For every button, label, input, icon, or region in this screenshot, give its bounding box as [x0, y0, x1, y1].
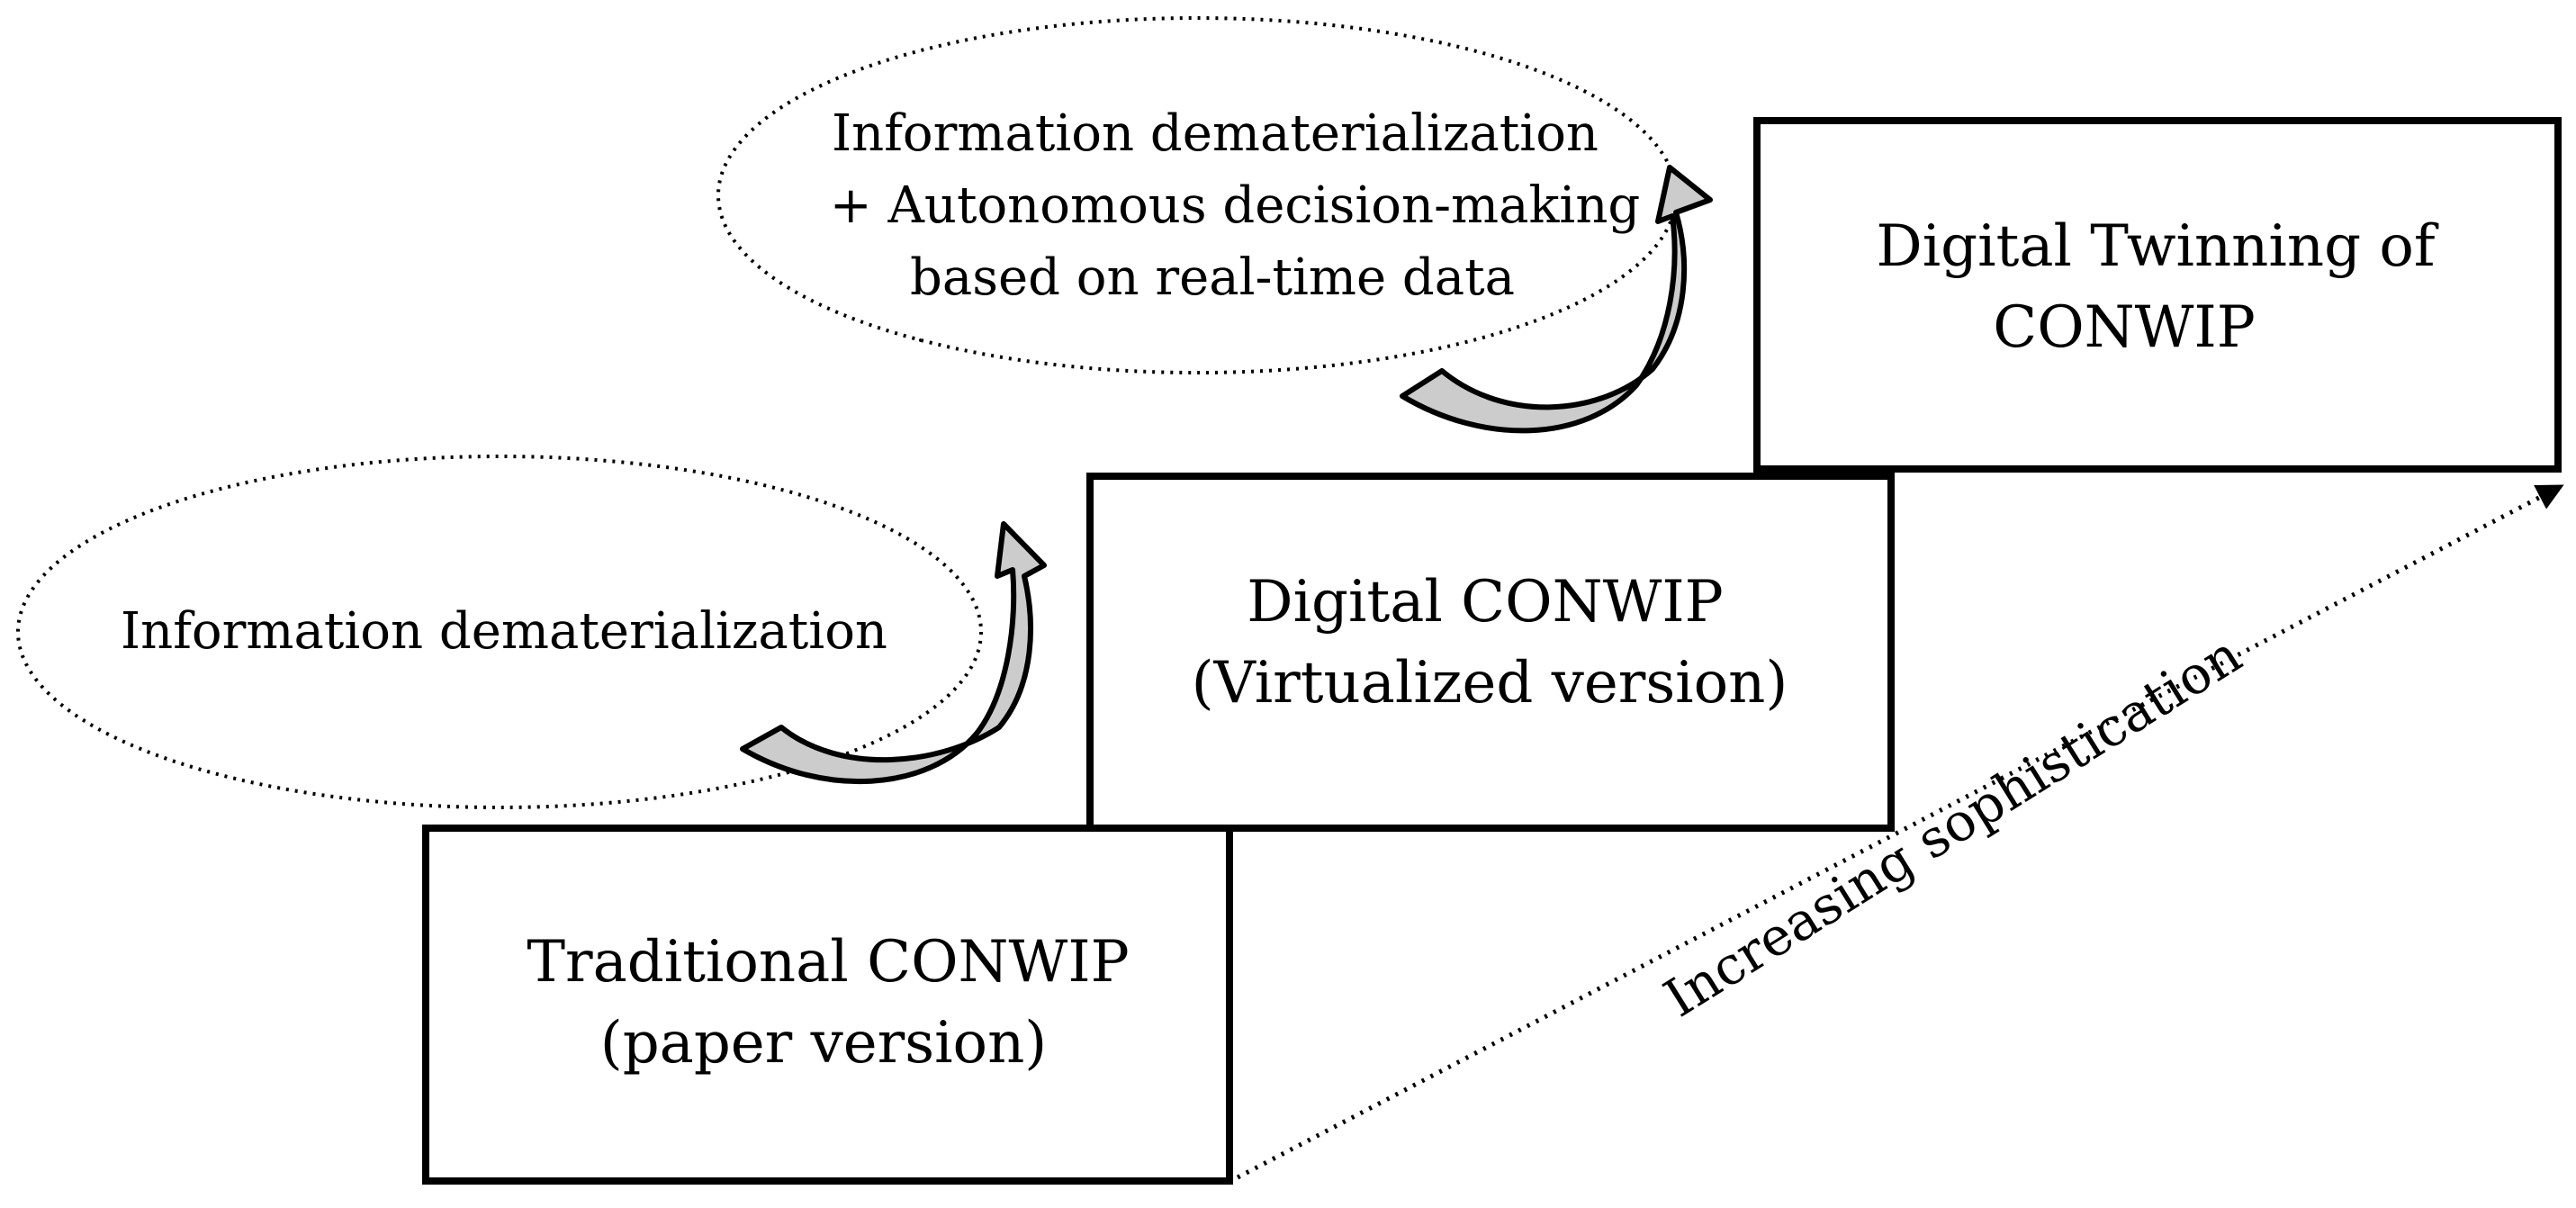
transition-2-line-2: + Autonomous decision-making — [830, 176, 1641, 235]
transition-1-line-1: Information dematerialization — [121, 602, 887, 661]
transition-2-line-1: Information dematerialization — [832, 104, 1599, 163]
stage-box-twin — [1753, 117, 2562, 473]
stage-box-traditional — [422, 825, 1233, 1185]
stage-traditional-line-1: Traditional CONWIP — [527, 929, 1129, 996]
stage-twin-line-2: CONWIP — [1993, 294, 2256, 361]
transition-2-line-3: based on real-time data — [910, 248, 1515, 307]
stage-digital-line-2: (Virtualized version) — [1192, 650, 1788, 717]
sophistication-arrow — [1236, 484, 2564, 1180]
curved-arrow-2-icon — [1400, 165, 1713, 434]
transition-ellipse-1 — [16, 455, 983, 809]
curved-arrow-1-icon — [740, 521, 1047, 785]
stage-twin-line-1: Digital Twinning of — [1876, 213, 2439, 280]
stage-digital-line-1: Digital CONWIP — [1247, 569, 1723, 636]
stage-box-digital — [1086, 473, 1895, 832]
stage-traditional-line-2: (paper version) — [600, 1010, 1048, 1077]
